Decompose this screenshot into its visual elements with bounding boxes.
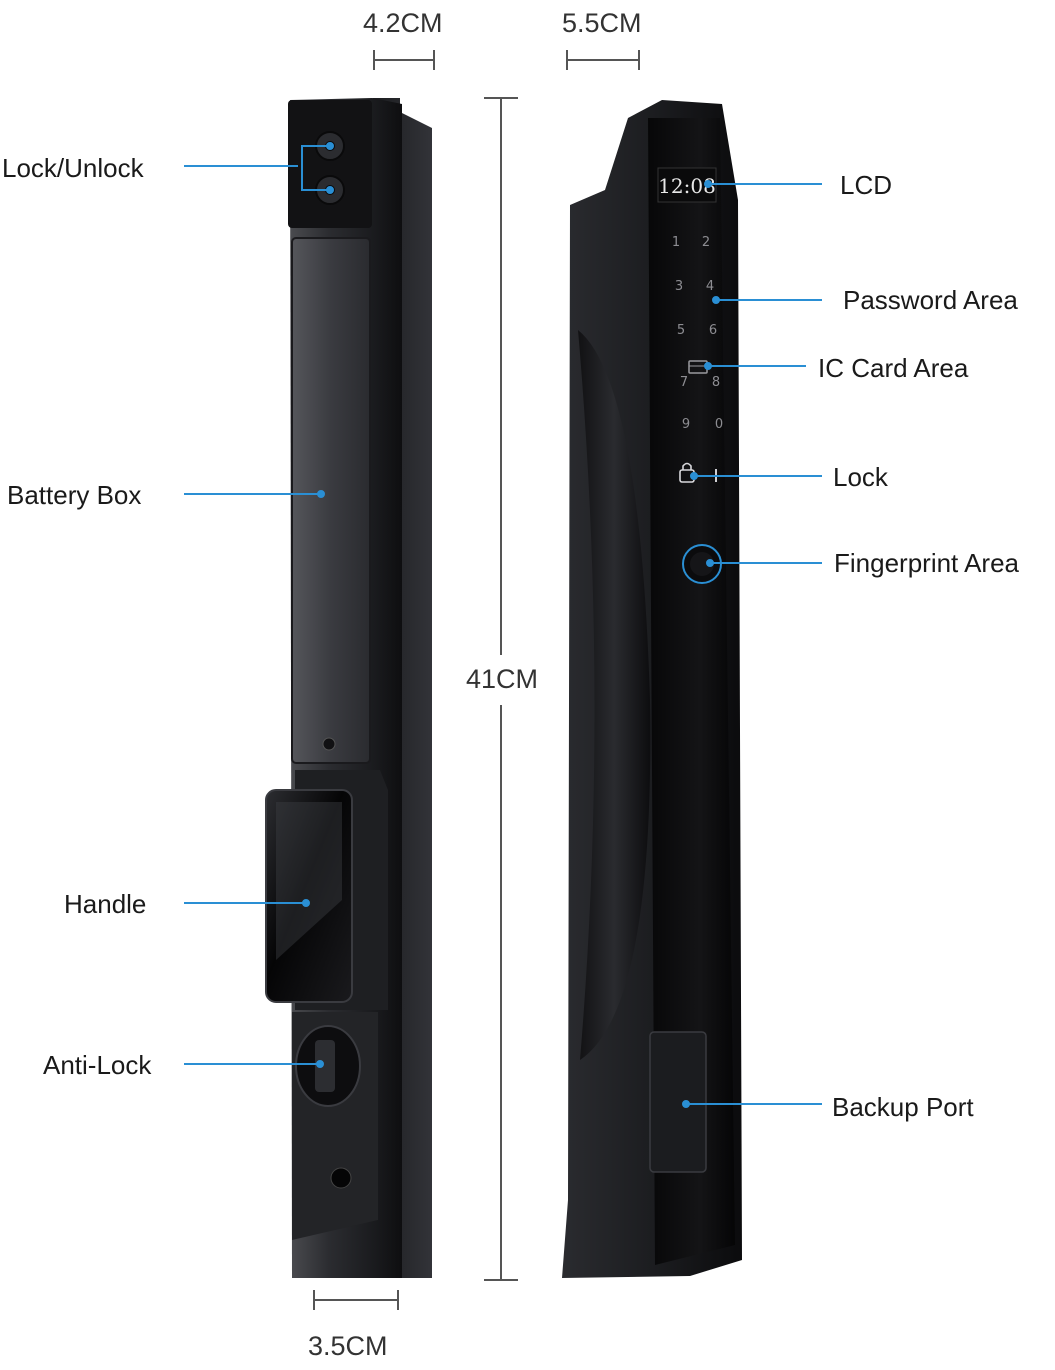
dim-bottom: 3.5CM (308, 1331, 388, 1361)
handle-grip (265, 789, 353, 1003)
key-6[interactable]: 6 (709, 323, 717, 338)
label-lcd: LCD (840, 170, 893, 200)
dimension-lines (313, 50, 640, 1310)
callout-lines (184, 142, 822, 1108)
label-lock-unlock: Lock/Unlock (2, 153, 144, 183)
battery-screw (322, 737, 336, 751)
key-4[interactable]: 4 (706, 279, 714, 294)
button-housing (288, 100, 372, 228)
label-battery-box: Battery Box (7, 480, 142, 510)
key-0[interactable]: 0 (715, 417, 723, 432)
back-unit (265, 98, 432, 1278)
front-panel (648, 118, 735, 1265)
key-2[interactable]: 2 (702, 235, 710, 250)
dim-top-right: 5.5CM (562, 8, 642, 38)
label-password-area: Password Area (843, 285, 1018, 315)
backup-port-cover (649, 1031, 707, 1173)
label-anti-lock: Anti-Lock (43, 1050, 152, 1080)
key-9[interactable]: 9 (682, 417, 690, 432)
key-3[interactable]: 3 (675, 279, 683, 294)
label-backup-port: Backup Port (832, 1092, 974, 1122)
dim-height: 41CM (466, 664, 539, 694)
key-5[interactable]: 5 (677, 323, 685, 338)
key-8[interactable]: 8 (712, 375, 720, 390)
label-handle: Handle (64, 889, 147, 919)
keypad: 1 2 3 4 5 6 7 8 9 0 (672, 235, 723, 432)
battery-cover (291, 237, 371, 764)
label-fingerprint-area: Fingerprint Area (834, 548, 1019, 578)
label-ic-card-area: IC Card Area (818, 353, 969, 383)
front-handle-recess (578, 330, 651, 1060)
label-lock: Lock (833, 462, 888, 492)
key-hole (330, 1167, 352, 1189)
front-unit: 12:08 1 2 3 4 5 6 7 8 9 0 (562, 100, 742, 1278)
key-1[interactable]: 1 (672, 235, 680, 250)
key-7[interactable]: 7 (680, 375, 688, 390)
dim-top-left: 4.2CM (363, 8, 443, 38)
